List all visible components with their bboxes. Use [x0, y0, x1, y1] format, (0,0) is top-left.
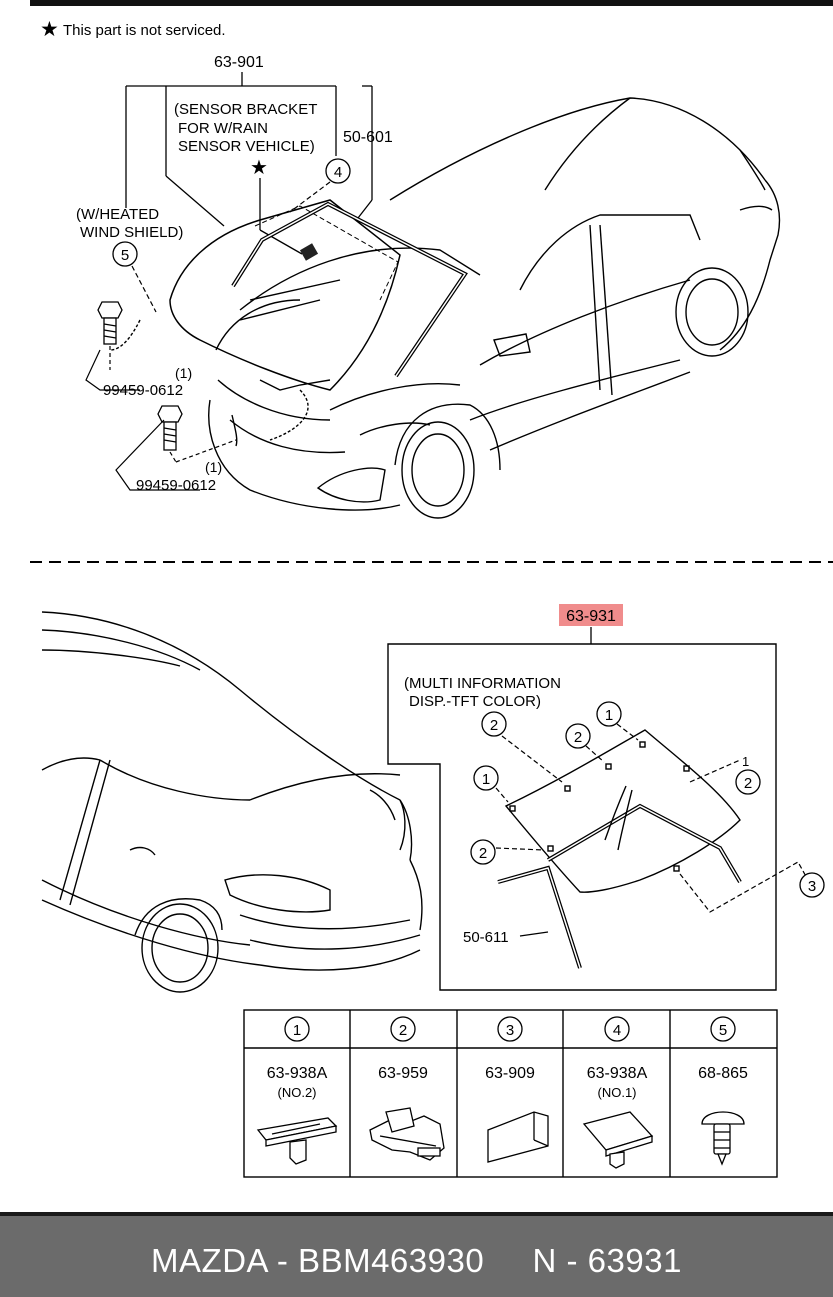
clip-no1-icon — [582, 1111, 654, 1169]
ref-63-901: 63-901 — [214, 54, 264, 71]
qty-label: (1) — [175, 365, 192, 381]
not-serviced-note: This part is not serviced. — [63, 22, 226, 39]
table-part-number: 68-865 — [698, 1065, 748, 1082]
svg-text:5: 5 — [121, 247, 129, 264]
callout-5: 5 — [112, 241, 138, 267]
bolt-icon — [157, 405, 183, 451]
star-icon: ★ — [40, 18, 59, 41]
svg-text:1: 1 — [605, 707, 613, 724]
callout-2: 2 — [565, 723, 591, 749]
callout-2: 2 — [735, 769, 761, 795]
svg-text:1: 1 — [482, 771, 490, 788]
bolt-part-number: 99459-0612 — [136, 477, 216, 494]
svg-text:2: 2 — [574, 729, 582, 746]
sensor-bracket — [299, 243, 319, 261]
svg-text:2: 2 — [399, 1022, 407, 1039]
callout-2: 2 — [470, 839, 496, 865]
callout-4: 4 — [325, 158, 351, 184]
windshield-detail — [497, 729, 742, 969]
table-part-number: 63-938A — [587, 1065, 648, 1082]
ref-50-601: 50-601 — [343, 129, 393, 146]
leader-lines-top — [125, 72, 373, 255]
svg-text:5: 5 — [719, 1022, 727, 1039]
footer-bar: MAZDA - BBM463930 N - 63931 — [0, 1212, 833, 1297]
callout-2: 2 — [481, 711, 507, 737]
svg-text:FOR W/RAIN: FOR W/RAIN — [178, 120, 268, 137]
clip-icon — [369, 1107, 445, 1161]
svg-text:4: 4 — [613, 1022, 621, 1039]
callout-1: 1 — [473, 765, 499, 791]
qty-label: 1 — [742, 754, 749, 769]
qty-label: (1) — [205, 459, 222, 475]
table-number: 2 — [390, 1016, 416, 1042]
ref-50-611: 50-611 — [463, 929, 509, 946]
top-border — [30, 0, 833, 6]
svg-text:(MULTI INFORMATION: (MULTI INFORMATION — [404, 675, 561, 692]
front-car-illustration — [109, 97, 781, 519]
svg-text:2: 2 — [479, 845, 487, 862]
parts-table — [243, 1009, 778, 1178]
bolt-icon — [97, 301, 123, 345]
svg-text:(W/HEATED: (W/HEATED — [76, 206, 159, 223]
table-number: 3 — [497, 1016, 523, 1042]
ref-63-931: 63-931 — [566, 608, 616, 625]
detail-frame — [387, 643, 777, 991]
svg-text:2: 2 — [490, 717, 498, 734]
heated-windshield-label: (W/HEATED WIND SHIELD) — [76, 206, 183, 241]
svg-text:(SENSOR BRACKET: (SENSOR BRACKET — [174, 101, 317, 118]
footer-title: MAZDA - BBM463930 N - 63931 — [151, 1242, 682, 1279]
callout-1: 1 — [596, 701, 622, 727]
svg-text:WIND SHIELD): WIND SHIELD) — [80, 224, 183, 241]
clip-no2-icon — [256, 1117, 338, 1165]
callout-3: 3 — [799, 872, 825, 898]
table-number: 1 — [284, 1016, 310, 1042]
table-number: 4 — [604, 1016, 630, 1042]
push-pin-icon — [701, 1111, 745, 1166]
svg-text:4: 4 — [334, 164, 342, 181]
svg-text:SENSOR VEHICLE): SENSOR VEHICLE) — [178, 138, 315, 155]
svg-text:3: 3 — [808, 878, 816, 895]
star-icon: ★ — [250, 157, 268, 179]
multi-info-label: (MULTI INFORMATION DISP.-TFT COLOR) — [404, 675, 561, 710]
svg-text:2: 2 — [744, 775, 752, 792]
table-sub-label: (NO.1) — [598, 1085, 637, 1100]
note-group: ★ This part is not serviced. — [40, 18, 226, 41]
sensor-bracket-label: (SENSOR BRACKET FOR W/RAIN SENSOR VEHICL… — [174, 101, 317, 155]
table-part-number: 63-938A — [267, 1065, 328, 1082]
bolt-part-number: 99459-0612 — [103, 382, 183, 399]
rear-car-illustration — [41, 611, 423, 993]
svg-text:1: 1 — [293, 1022, 301, 1039]
svg-text:3: 3 — [506, 1022, 514, 1039]
table-sub-label: (NO.2) — [278, 1085, 317, 1100]
callout-leaders — [495, 723, 809, 913]
spacer-block-icon — [487, 1111, 549, 1163]
table-part-number: 63-959 — [378, 1065, 428, 1082]
bolt-label-leaders — [85, 349, 200, 491]
table-number: 5 — [710, 1016, 736, 1042]
highlight-box — [559, 604, 623, 626]
svg-text:DISP.-TFT COLOR): DISP.-TFT COLOR) — [409, 693, 541, 710]
table-part-number: 63-909 — [485, 1065, 535, 1082]
